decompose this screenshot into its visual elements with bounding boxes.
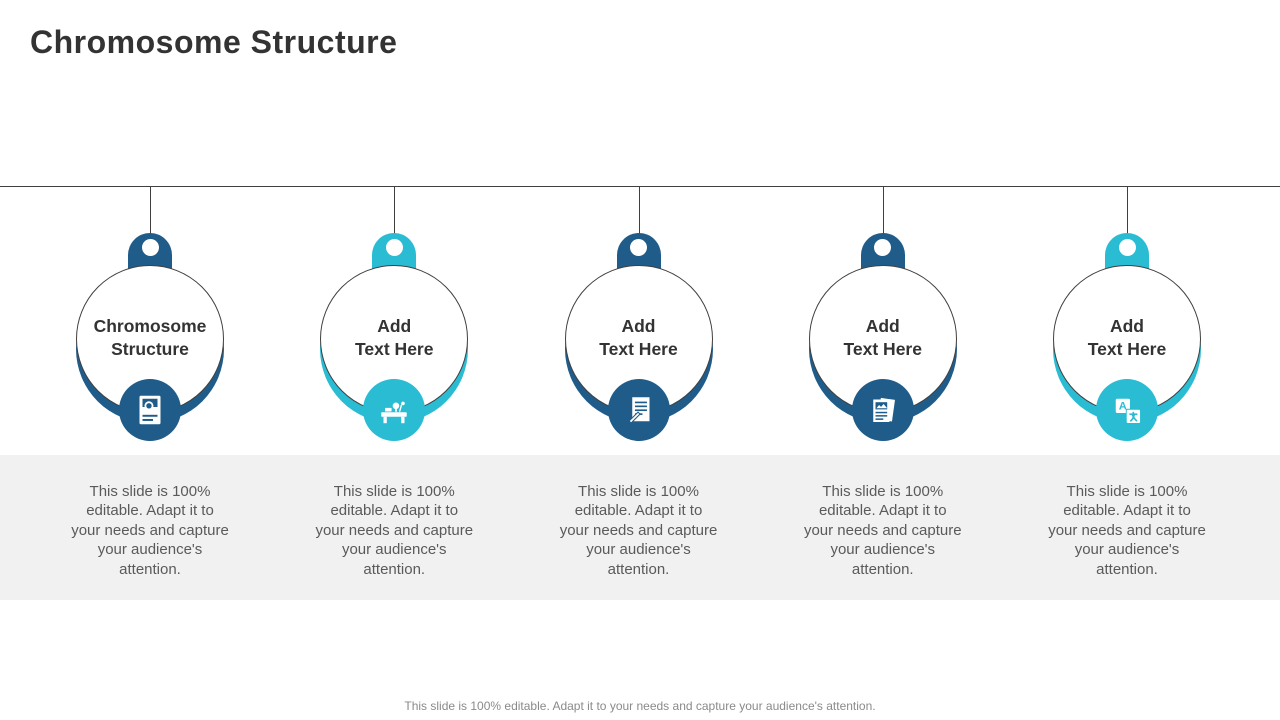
footer-text: This slide is 100% editable. Adapt it to… xyxy=(404,699,876,713)
ornament-label[interactable]: Add Text Here xyxy=(811,315,955,361)
hanging-line xyxy=(394,187,396,234)
svg-text:A: A xyxy=(1119,401,1127,413)
ornament-label[interactable]: Add Text Here xyxy=(567,315,711,361)
hanger-hole xyxy=(874,239,892,256)
ornament-label[interactable]: Add Text Here xyxy=(1055,315,1199,361)
label-line-2: Text Here xyxy=(1087,339,1167,359)
ornament[interactable]: Add Text Here This slide is 100% editabl… xyxy=(272,187,516,587)
hanger-hole xyxy=(385,239,403,256)
news-article-icon xyxy=(865,392,901,428)
hanger-hole xyxy=(141,239,159,256)
label-line-1: Add xyxy=(377,316,412,336)
description-text: This slide is 100% editable. Adapt it to… xyxy=(559,483,718,578)
slide-title: Chromosome Structure xyxy=(30,24,398,60)
label-line-2: Structure xyxy=(111,339,189,359)
icon-circle[interactable] xyxy=(851,379,914,441)
ornament[interactable]: Add Text Here A This slide is 100% edita… xyxy=(1005,187,1249,587)
label-line-2: Text Here xyxy=(355,339,434,359)
label-line-2: Text Here xyxy=(843,339,922,359)
description-text: This slide is 100% editable. Adapt it to… xyxy=(71,483,229,578)
description-band xyxy=(0,455,1280,600)
description-text: This slide is 100% editable. Adapt it to… xyxy=(1048,483,1206,578)
ornament[interactable]: Add Text Here This slide is 100% editabl… xyxy=(517,187,761,587)
hanger-hole xyxy=(1118,239,1136,256)
icon-circle[interactable] xyxy=(363,379,426,441)
document-pen-icon xyxy=(621,392,657,428)
icon-circle[interactable] xyxy=(119,379,181,441)
icon-circle[interactable]: A xyxy=(1096,379,1158,441)
label-line-1: Add xyxy=(621,316,656,336)
ornament[interactable]: Add Text Here This slide is 100% editabl… xyxy=(761,187,1005,587)
hanging-line xyxy=(150,187,151,234)
hanger-hole xyxy=(630,239,647,256)
hanging-line xyxy=(638,187,640,234)
label-line-1: Chromosome xyxy=(93,316,207,336)
hanging-line xyxy=(882,187,884,234)
description-text: This slide is 100% editable. Adapt it to… xyxy=(315,483,474,578)
label-line-1: Add xyxy=(865,316,900,336)
description-text: This slide is 100% editable. Adapt it to… xyxy=(803,483,962,578)
icon-circle[interactable] xyxy=(607,379,670,441)
label-line-2: Text Here xyxy=(599,339,678,359)
label-line-1: Add xyxy=(1109,316,1145,336)
top-divider-line xyxy=(0,186,1280,187)
ornament[interactable]: Chromosome Structure This slide is 100% … xyxy=(28,187,272,587)
translation-icon: A xyxy=(1109,392,1145,428)
document-search-icon xyxy=(132,392,168,428)
hanging-line xyxy=(1127,187,1128,234)
ornament-label[interactable]: Add Text Here xyxy=(322,315,466,361)
ornament-label[interactable]: Chromosome Structure xyxy=(78,315,222,361)
ornament-row: Chromosome Structure This slide is 100% … xyxy=(0,187,1280,587)
work-desk-icon xyxy=(376,392,412,428)
